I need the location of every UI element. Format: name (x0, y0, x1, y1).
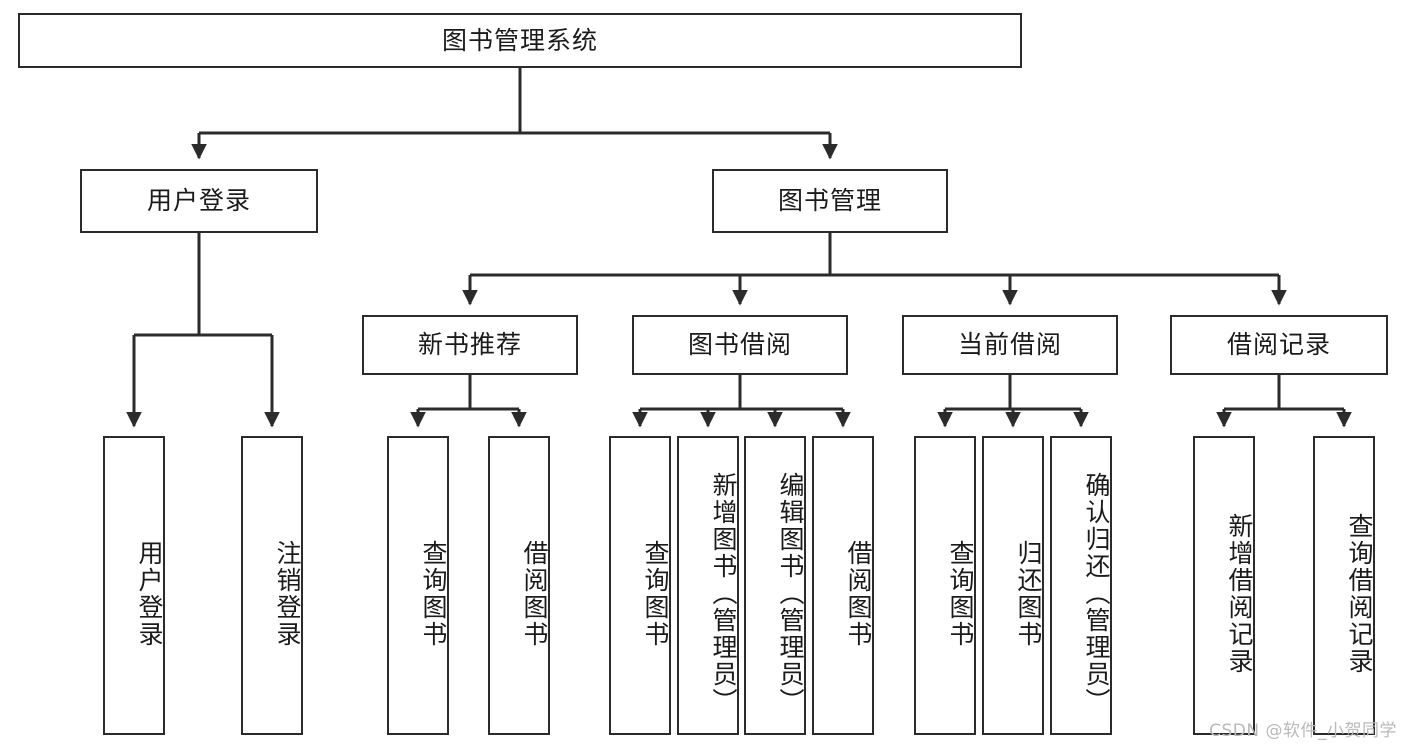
leaf-label: 查询图书 (641, 539, 670, 648)
leaf-label: 归还图书 (1014, 539, 1043, 648)
node-current-borrow-label: 当前借阅 (957, 330, 1062, 360)
leaf-label: 新增借阅记录 (1225, 512, 1254, 675)
node-new-book-recommend-label: 新书推荐 (417, 330, 522, 360)
leaf-book-borrow-edit[interactable]: 编辑图书（管理员） (744, 436, 806, 735)
leaf-borrow-record-add[interactable]: 新增借阅记录 (1193, 436, 1255, 735)
node-root[interactable]: 图书管理系统 (18, 13, 1022, 68)
leaf-label: 新增图书（管理员） (709, 472, 738, 715)
leaf-new-book-borrow[interactable]: 借阅图书 (488, 436, 550, 735)
node-new-book-recommend[interactable]: 新书推荐 (362, 315, 578, 375)
node-book-management[interactable]: 图书管理 (712, 169, 948, 233)
node-book-management-label: 图书管理 (777, 186, 882, 216)
node-user-login[interactable]: 用户登录 (80, 169, 318, 233)
watermark: CSDN @软件_小贺同学 (1209, 721, 1397, 741)
leaf-label: 注销登录 (273, 539, 302, 648)
node-borrow-record-label: 借阅记录 (1226, 330, 1331, 360)
leaf-user-login-login[interactable]: 用户登录 (103, 436, 165, 735)
node-book-borrow[interactable]: 图书借阅 (632, 315, 848, 375)
leaf-book-borrow-query[interactable]: 查询图书 (609, 436, 671, 735)
node-user-login-label: 用户登录 (146, 186, 251, 216)
leaf-label: 查询图书 (419, 539, 448, 648)
leaf-label: 确认归还（管理员） (1082, 472, 1111, 715)
leaf-current-borrow-confirm-return[interactable]: 确认归还（管理员） (1050, 436, 1112, 735)
node-book-borrow-label: 图书借阅 (687, 330, 792, 360)
leaf-user-login-logout[interactable]: 注销登录 (241, 436, 303, 735)
leaf-current-borrow-return[interactable]: 归还图书 (982, 436, 1044, 735)
leaf-label: 编辑图书（管理员） (776, 472, 805, 715)
leaf-book-borrow-add[interactable]: 新增图书（管理员） (677, 436, 739, 735)
leaf-label: 查询图书 (946, 539, 975, 648)
leaf-label: 借阅图书 (844, 539, 873, 648)
leaf-current-borrow-query[interactable]: 查询图书 (914, 436, 976, 735)
leaf-label: 查询借阅记录 (1345, 512, 1374, 675)
leaf-book-borrow-borrow[interactable]: 借阅图书 (812, 436, 874, 735)
node-root-label: 图书管理系统 (441, 25, 598, 55)
node-current-borrow[interactable]: 当前借阅 (902, 315, 1118, 375)
leaf-borrow-record-query[interactable]: 查询借阅记录 (1313, 436, 1375, 735)
node-borrow-record[interactable]: 借阅记录 (1170, 315, 1388, 375)
leaf-label: 用户登录 (135, 539, 164, 648)
leaf-new-book-query[interactable]: 查询图书 (387, 436, 449, 735)
leaf-label: 借阅图书 (520, 539, 549, 648)
